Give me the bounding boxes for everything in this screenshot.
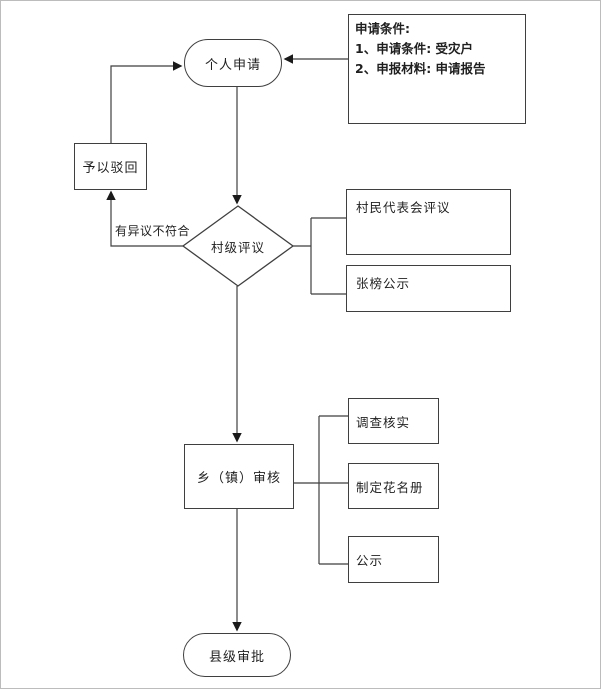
node-township-review: 乡（镇）审核 [184, 444, 294, 509]
conditions-item-1: 1、申请条件: 受灾户 [355, 41, 474, 56]
village-review-diamond-shape [181, 205, 295, 287]
node-public-notice: 公示 [348, 536, 439, 583]
connector-village-review-branch [293, 217, 346, 295]
village-review-label: 村级评议 [210, 239, 265, 255]
node-application-conditions: 申请条件: 1、申请条件: 受灾户 2、申报材料: 申请报告 [348, 14, 526, 124]
reject-label: 予以驳回 [82, 161, 139, 176]
post-public-notice-label: 张榜公示 [356, 276, 411, 291]
node-make-roster: 制定花名册 [348, 463, 439, 509]
county-approval-label: 县级审批 [208, 649, 265, 665]
edge-reject-to-apply [110, 61, 183, 143]
investigate-verify-label: 调查核实 [356, 414, 411, 430]
make-roster-label: 制定花名册 [356, 479, 424, 495]
node-villager-rep-review: 村民代表会评议 [346, 189, 511, 255]
conditions-title: 申请条件: [355, 21, 410, 36]
individual-application-label: 个人申请 [204, 57, 261, 73]
node-investigate-verify: 调查核实 [348, 398, 439, 444]
node-county-approval: 县级审批 [183, 633, 291, 677]
node-post-public-notice: 张榜公示 [346, 265, 511, 312]
township-review-label: 乡（镇）审核 [196, 471, 281, 486]
edge-label-objection: 有异议不符合 [115, 224, 191, 238]
node-village-review: 村级评议 [183, 226, 293, 266]
conditions-item-2: 2、申报材料: 申请报告 [355, 61, 486, 76]
node-individual-application: 个人申请 [184, 39, 282, 87]
edge-village-review-to-reject [106, 190, 183, 247]
villager-rep-review-label: 村民代表会评议 [356, 200, 451, 215]
public-notice-label: 公示 [356, 553, 384, 568]
connector-township-branch [293, 415, 348, 565]
node-reject: 予以驳回 [74, 143, 147, 190]
